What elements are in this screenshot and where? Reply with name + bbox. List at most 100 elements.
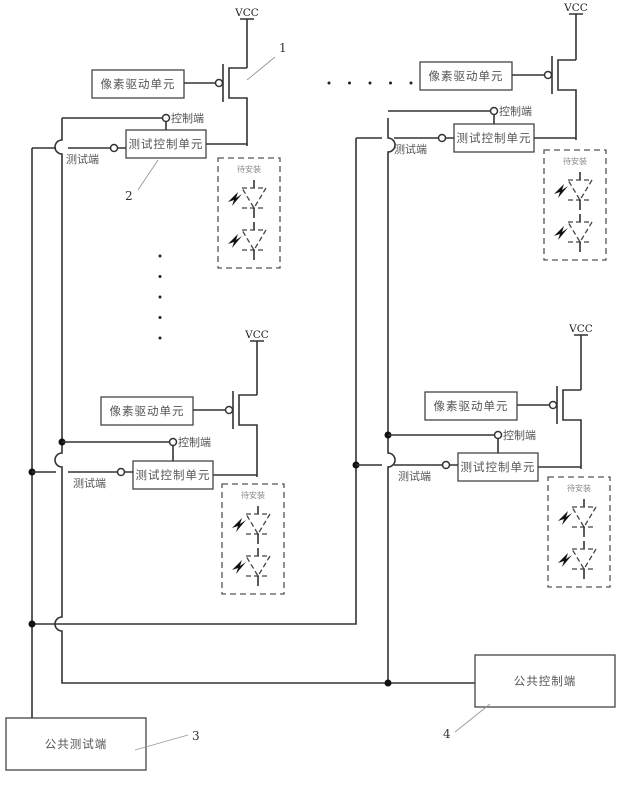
control-wire [62, 117, 167, 130]
control-terminal-label: 控制端 [499, 104, 532, 118]
reference-number-3: 3 [192, 729, 200, 743]
common-test-terminal-box [5, 717, 147, 771]
test-control-unit-label: 测试控制单元 [457, 131, 532, 145]
test-terminal-label: 测试端 [73, 477, 106, 490]
ellipsis-dot [348, 81, 351, 85]
control-wire [388, 434, 499, 453]
leader-line-4 [454, 703, 491, 733]
reference-number-1: 1 [279, 41, 287, 55]
common-control-bus [54, 118, 475, 684]
light-emission-arrows-icon [554, 184, 568, 198]
common-control-terminal-box [474, 654, 616, 708]
led-group-box [217, 157, 281, 269]
right-test-bus [32, 138, 357, 625]
test-control-unit-box [125, 129, 207, 159]
pixel-driver-unit-label: 像素驱动单元 [434, 399, 509, 413]
control-terminal-label: 控制端 [171, 111, 204, 125]
control-terminal-label: 控制端 [503, 428, 536, 442]
test-terminal-icon [441, 460, 451, 470]
ellipsis-dot [327, 81, 331, 85]
vertical-ellipsis [158, 254, 162, 340]
vcc-rail [240, 18, 254, 68]
gate-bubble-icon [548, 400, 558, 410]
test-terminal-icon [437, 133, 447, 143]
control-wire [388, 110, 495, 124]
leader-line-2 [137, 159, 159, 191]
common-control-terminal-label: 公共控制端 [514, 674, 577, 688]
vcc-rail [569, 13, 583, 60]
pixel-driver-unit-label: 像素驱动单元 [429, 69, 504, 83]
led-diode-icon [570, 548, 598, 571]
ellipsis-dot [158, 316, 162, 319]
light-emission-arrows-icon [228, 192, 242, 206]
led-diode-icon [240, 229, 268, 252]
vcc-label: VCC [563, 2, 588, 14]
ellipsis-dot [158, 295, 162, 299]
led-diode-icon [566, 179, 594, 202]
reference-number-4: 4 [443, 727, 451, 741]
vcc-rail [250, 340, 264, 395]
light-emission-arrows-icon [232, 560, 246, 574]
led-diode-icon [244, 555, 272, 578]
gate-bubble-icon [214, 78, 224, 88]
control-terminal-icon [493, 430, 503, 440]
right-control-bus [387, 118, 396, 683]
vcc-label: VCC [234, 7, 259, 19]
pixel-driver-unit-label: 像素驱动单元 [110, 404, 185, 418]
transistor-channel [238, 394, 258, 477]
light-emission-arrows-icon [558, 511, 572, 525]
test-terminal-label: 测试端 [66, 153, 99, 166]
junction-node [28, 620, 36, 628]
led-group-label: 待安装 [563, 156, 587, 166]
light-emission-arrows-icon [554, 226, 568, 240]
test-control-unit-label: 测试控制单元 [129, 137, 204, 151]
control-terminal-label: 控制端 [178, 435, 211, 449]
gate-bubble-icon [224, 405, 234, 415]
gate-bubble-icon [543, 70, 553, 80]
ellipsis-dot [158, 336, 162, 340]
test-control-unit-box [132, 460, 214, 490]
test-terminal-label: 测试端 [394, 143, 427, 156]
led-group-label: 待安装 [567, 483, 591, 493]
led-diode-icon [566, 221, 594, 244]
pixel-driver-unit-box [91, 69, 185, 99]
test-terminal-icon [116, 467, 126, 477]
led-group-box [221, 483, 285, 595]
led-group-label: 待安装 [237, 164, 261, 174]
pixel-driver-unit-label: 像素驱动单元 [101, 77, 176, 91]
control-terminal-icon [161, 113, 171, 123]
pixel-driver-unit-box [419, 61, 513, 91]
light-emission-arrows-icon [232, 518, 246, 532]
junction-node [384, 679, 392, 687]
leader-line-1 [246, 56, 276, 81]
control-terminal-icon [168, 437, 178, 447]
control-wire [62, 441, 174, 461]
ellipsis-dot [158, 254, 162, 258]
transistor-channel [557, 59, 577, 140]
ellipsis-dot [158, 275, 162, 278]
transistor-channel [562, 389, 582, 469]
transistor-channel [228, 67, 248, 146]
ellipsis-dot [389, 81, 392, 85]
leader-line-3 [134, 734, 189, 751]
light-emission-arrows-icon [558, 553, 572, 567]
reference-number-2: 2 [125, 189, 133, 203]
ellipsis-dot [368, 81, 372, 85]
ellipsis-dot [409, 81, 413, 85]
control-terminal-icon [489, 106, 499, 116]
led-group-label: 待安装 [241, 490, 265, 500]
vcc-label: VCC [244, 329, 269, 341]
test-terminal-icon [109, 143, 119, 153]
pixel-driver-unit-box [100, 396, 194, 426]
test-control-unit-label: 测试控制单元 [136, 468, 211, 482]
led-diode-icon [240, 187, 268, 210]
vcc-label: VCC [568, 323, 593, 335]
led-group-box [547, 476, 611, 588]
pixel-driver-unit-box [424, 391, 518, 421]
vcc-rail [574, 334, 588, 390]
led-diode-icon [570, 506, 598, 529]
led-group-box [543, 149, 607, 261]
common-test-terminal-label: 公共测试端 [45, 737, 108, 751]
